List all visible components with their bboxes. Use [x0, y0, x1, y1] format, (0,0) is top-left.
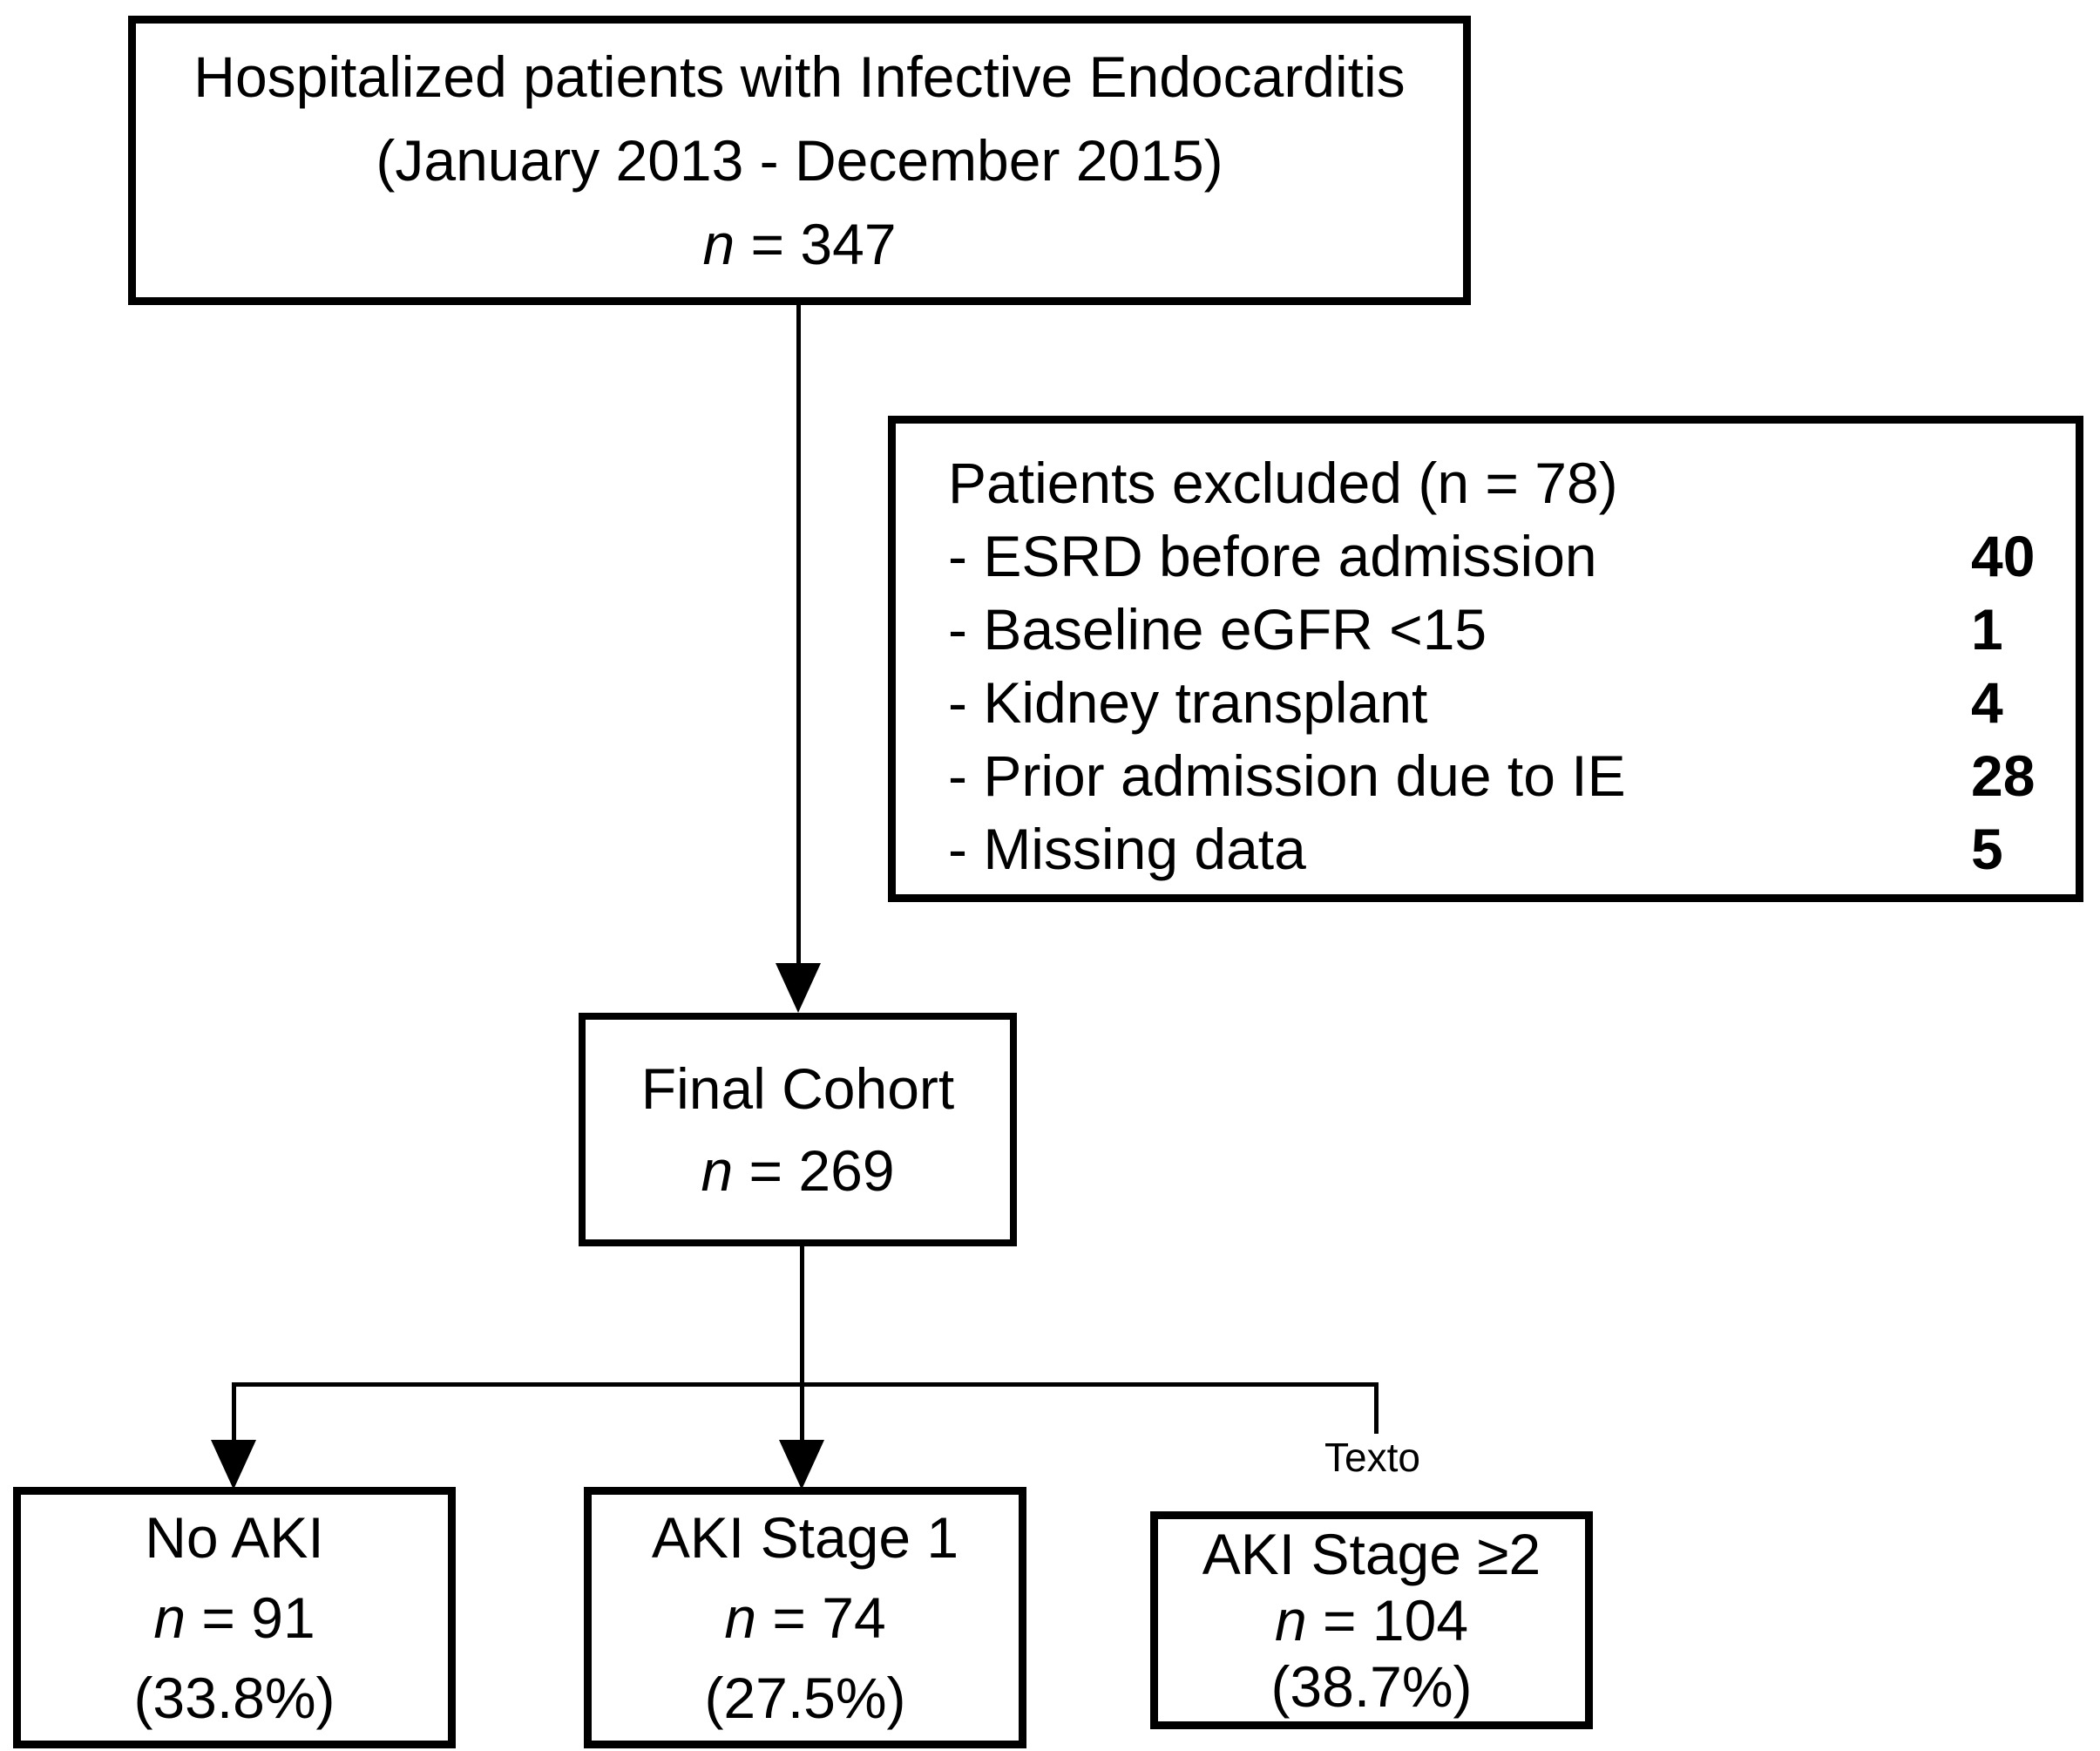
n-value: = 347	[735, 212, 897, 276]
excluded-item-label: - Kidney transplant	[948, 670, 1428, 735]
excluded-item-label: - Missing data	[948, 817, 1306, 881]
node-final-cohort: Final Cohort n = 269	[579, 1013, 1017, 1246]
n-symbol: n	[724, 1585, 757, 1650]
excluded-item-count: 1	[1971, 597, 2003, 662]
node-initial-population: Hospitalized patients with Infective End…	[128, 16, 1471, 305]
n-symbol: n	[153, 1585, 186, 1650]
excluded-item-count: 4	[1971, 670, 2003, 735]
excluded-item-egfr: - Baseline eGFR <15 1	[948, 593, 2045, 666]
branch-line-aki-stage2	[1374, 1382, 1379, 1434]
excluded-item-missing-data: - Missing data 5	[948, 812, 2045, 886]
excluded-item-count: 5	[1971, 817, 2003, 881]
arrow-down-icon	[776, 963, 821, 1013]
excluded-item-count: 28	[1971, 743, 2036, 808]
node-no-aki: No AKI n = 91 (33.8%)	[13, 1487, 456, 1748]
node-aki-stage-1: AKI Stage 1 n = 74 (27.5%)	[584, 1487, 1026, 1748]
excluded-item-transplant: - Kidney transplant 4	[948, 666, 2045, 739]
excluded-item-label: - ESRD before admission	[948, 524, 1597, 588]
outcome-count: n = 104	[1275, 1587, 1468, 1653]
branch-line-no-aki	[232, 1382, 236, 1440]
connector-initial-to-final	[796, 305, 801, 963]
final-cohort-title: Final Cohort	[640, 1056, 955, 1121]
n-symbol: n	[702, 212, 735, 276]
outcome-title: AKI Stage 1	[651, 1505, 959, 1570]
n-symbol: n	[701, 1138, 734, 1203]
excluded-item-count: 40	[1971, 524, 2036, 588]
initial-population-line1: Hospitalized patients with Infective End…	[193, 44, 1406, 109]
n-value: = 91	[186, 1585, 315, 1650]
outcome-percent: (27.5%)	[704, 1666, 906, 1730]
connector-final-to-branch	[800, 1246, 804, 1384]
initial-population-line2: (January 2013 - December 2015)	[376, 128, 1223, 193]
excluded-item-esrd: - ESRD before admission 40	[948, 519, 2045, 593]
outcome-title: No AKI	[145, 1505, 324, 1570]
n-value: = 104	[1306, 1588, 1469, 1653]
n-value: = 269	[733, 1138, 895, 1203]
arrow-down-icon	[779, 1440, 824, 1490]
branch-horizontal-line	[232, 1382, 1379, 1387]
n-symbol: n	[1274, 1588, 1307, 1653]
outcome-percent: (33.8%)	[133, 1666, 335, 1730]
outcome-percent: (38.7%)	[1270, 1654, 1473, 1719]
node-excluded-patients: Patients excluded (n = 78) - ESRD before…	[888, 416, 2083, 902]
node-aki-stage-2plus: AKI Stage ≥2 n = 104 (38.7%)	[1150, 1511, 1593, 1729]
final-cohort-count: n = 269	[701, 1130, 894, 1211]
initial-population-count: n = 347	[702, 202, 896, 286]
arrow-down-icon	[211, 1440, 256, 1490]
excluded-title: Patients excluded (n = 78)	[948, 451, 1618, 515]
outcome-count: n = 74	[724, 1578, 885, 1658]
n-value: = 74	[756, 1585, 886, 1650]
excluded-item-label: - Prior admission due to IE	[948, 743, 1626, 808]
outcome-title: AKI Stage ≥2	[1202, 1522, 1541, 1586]
branch-line-aki-stage1	[800, 1382, 804, 1440]
outcome-count: n = 91	[153, 1578, 315, 1658]
excluded-item-prior-admission: - Prior admission due to IE 28	[948, 739, 2045, 812]
texto-annotation: Texto	[1324, 1435, 1420, 1480]
excluded-item-label: - Baseline eGFR <15	[948, 597, 1487, 662]
